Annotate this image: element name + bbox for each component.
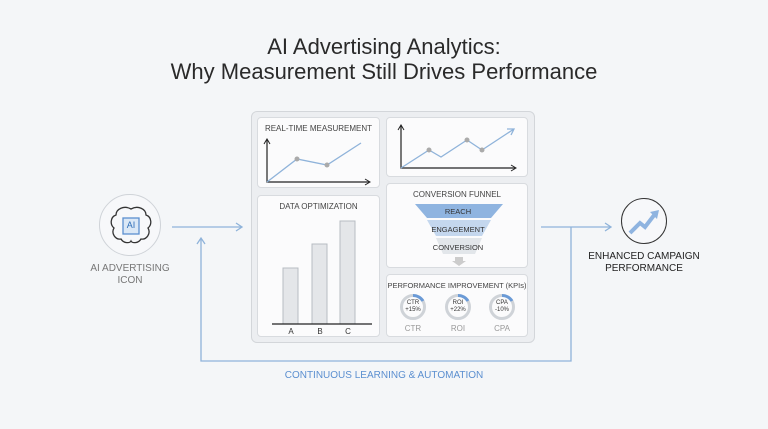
kpi-cpa: CPA-10% CPA — [488, 293, 516, 333]
kpi-label: ROI — [450, 324, 466, 333]
title-line-2: Why Measurement Still Drives Performance — [170, 59, 598, 84]
kpi-label: CTR — [404, 324, 422, 333]
ai-advertising-node: AI — [99, 194, 161, 256]
data-point — [464, 137, 470, 143]
kpi-value: +15% — [405, 307, 421, 313]
arrow-to-dashboard — [172, 222, 244, 232]
conversion-funnel — [415, 204, 503, 266]
funnel-stage-conversion — [436, 238, 482, 254]
realtime-card: REAL-TIME MEASUREMENT — [257, 117, 380, 188]
bar-c — [339, 220, 356, 325]
chip-text: AI — [126, 220, 136, 230]
ai-advertising-label: AI ADVERTISING ICON — [75, 263, 185, 287]
realtime-line-chart — [263, 138, 371, 186]
loop-label: CONTINUOUS LEARNING & AUTOMATION — [284, 370, 484, 381]
label-line-2: ICON — [117, 275, 143, 286]
bar-chart — [272, 220, 372, 325]
funnel-stage-reach — [415, 204, 503, 218]
trend-card — [386, 117, 528, 177]
kpi-name: CPA — [496, 300, 508, 306]
kpi-ring — [445, 293, 471, 320]
card-title: CONVERSION FUNNEL — [412, 190, 501, 199]
label-line-1: ENHANCED CAMPAIGN — [588, 251, 700, 262]
trending-up-arrow-icon — [628, 210, 659, 235]
kpi-ring — [400, 293, 426, 320]
kpi-card: PERFORMANCE IMPROVEMENT (KPIs) CTR+15% C… — [386, 274, 528, 337]
data-point — [324, 162, 330, 168]
data-point — [294, 156, 300, 162]
kpi-label: CPA — [494, 324, 510, 333]
optimization-card: DATA OPTIMIZATION A B C — [257, 195, 380, 337]
label-line-1: AI ADVERTISING — [90, 263, 170, 274]
kpi-value: +22% — [450, 307, 466, 313]
kpi-ctr: CTR+15% CTR — [399, 293, 427, 333]
funnel-card: CONVERSION FUNNEL REACH ENGAGEMENT CONVE… — [386, 183, 528, 268]
performance-node — [621, 198, 667, 244]
stage-engagement: ENGAGEMENT — [431, 225, 485, 234]
bar-label-c: C — [345, 327, 351, 336]
card-title: DATA OPTIMIZATION — [279, 202, 358, 211]
bar-b — [311, 243, 328, 325]
data-point — [479, 147, 485, 153]
bar-label-a: A — [288, 327, 294, 336]
kpi-roi: ROI+22% ROI — [444, 293, 472, 333]
card-title: PERFORMANCE IMPROVEMENT (KPIs) — [387, 281, 527, 290]
funnel-stage-engagement — [427, 220, 491, 236]
feedback-loop — [196, 227, 572, 362]
arrow-to-performance — [541, 222, 613, 232]
stage-conversion: CONVERSION — [432, 243, 484, 252]
kpi-name: ROI — [452, 300, 464, 306]
card-title: REAL-TIME MEASUREMENT — [264, 124, 373, 133]
trend-line-chart — [397, 124, 517, 172]
bar-label-b: B — [317, 327, 323, 336]
stage-reach: REACH — [444, 207, 472, 216]
kpi-ring — [489, 293, 515, 320]
title-line-1: AI Advertising Analytics: — [267, 34, 501, 59]
down-arrow-icon — [452, 257, 466, 266]
kpi-name: CTR — [406, 300, 420, 306]
performance-label: ENHANCED CAMPAIGN PERFORMANCE — [574, 251, 714, 275]
kpi-value: -10% — [494, 307, 509, 313]
label-line-2: PERFORMANCE — [605, 263, 683, 274]
data-point — [426, 147, 432, 153]
ai-brain-chip-icon — [110, 206, 152, 244]
bar-a — [282, 267, 299, 325]
